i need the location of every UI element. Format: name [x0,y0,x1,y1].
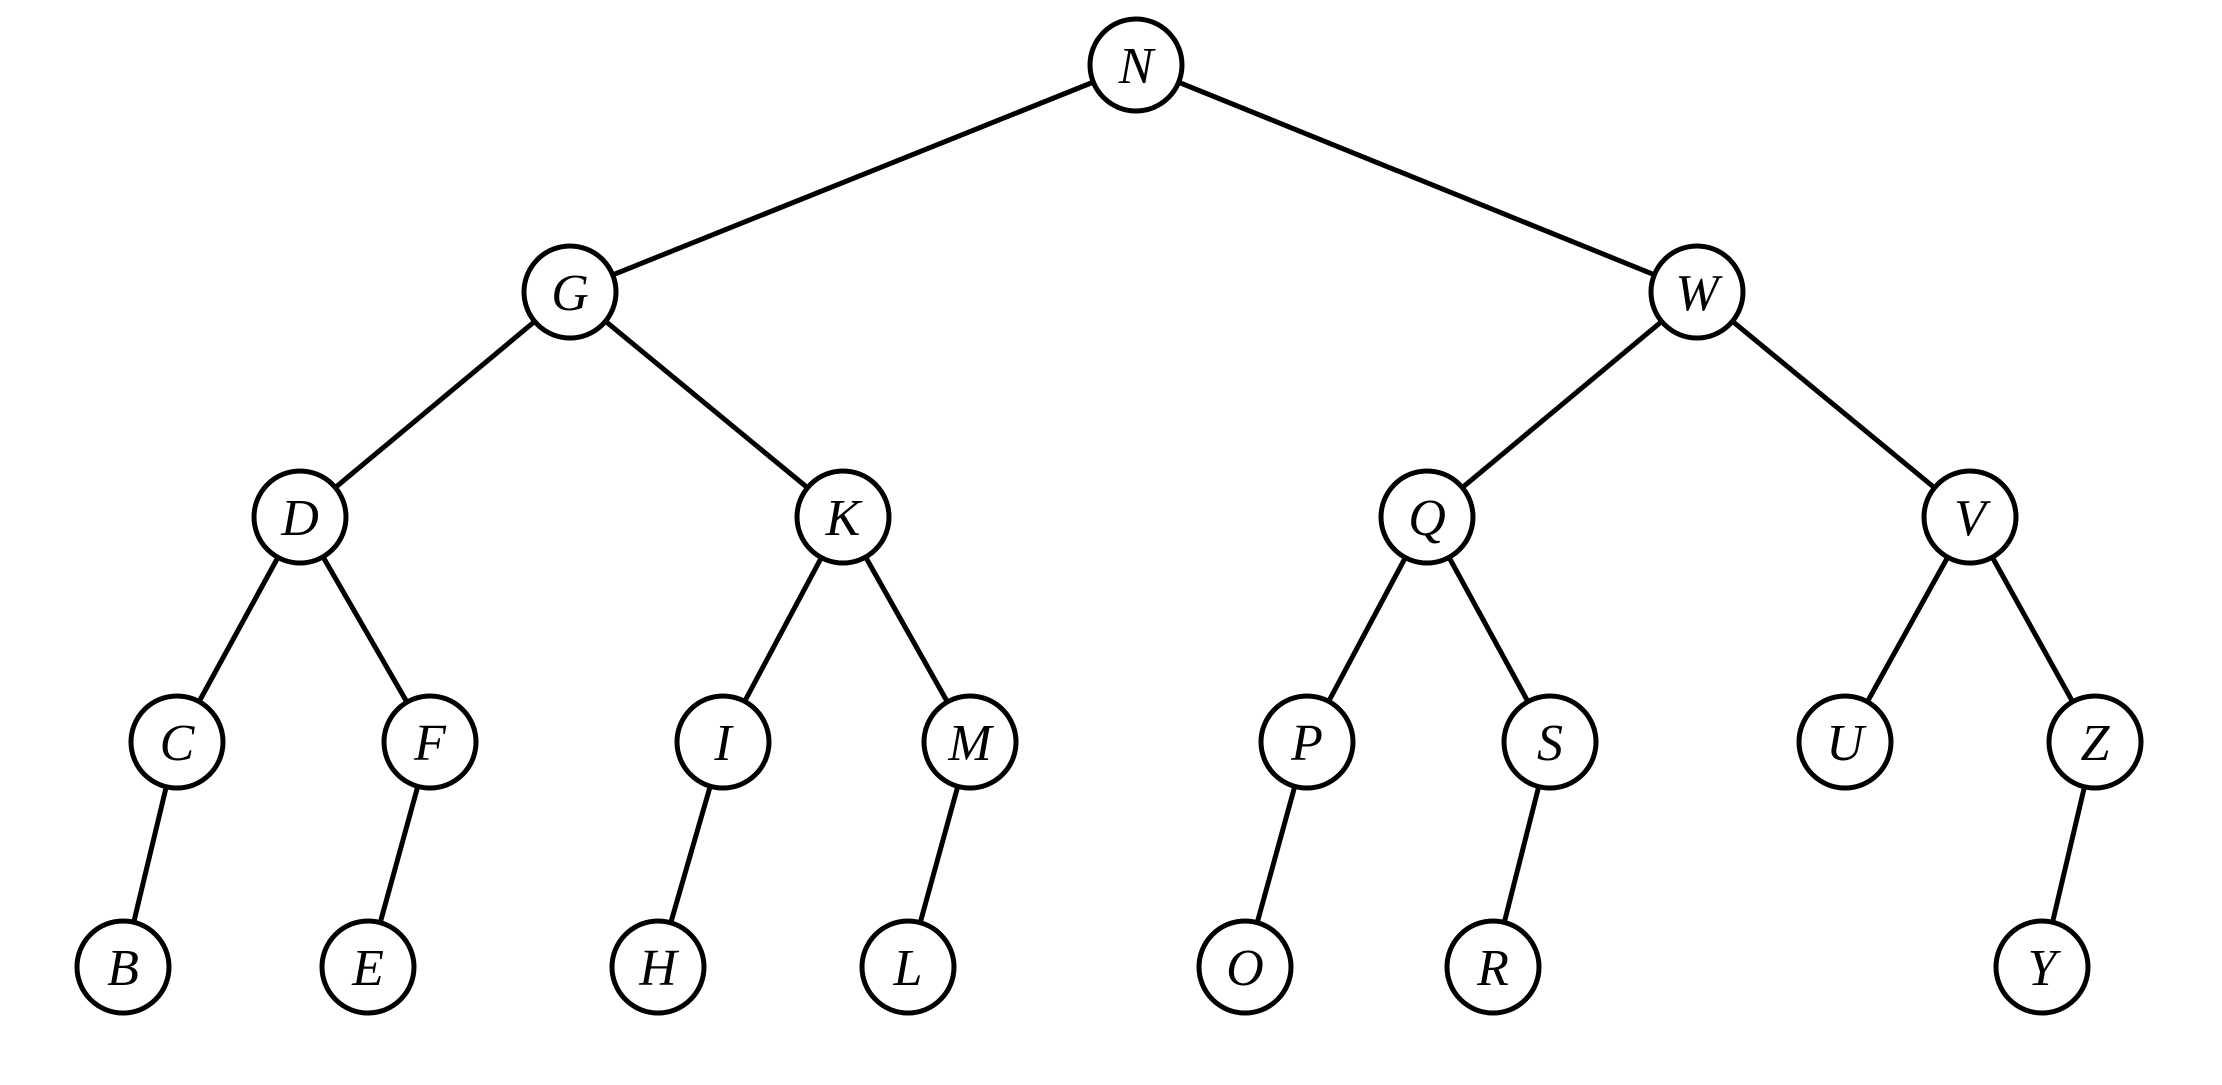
tree-edge-N-W [1135,62,1698,295]
tree-node-Q: Q [1378,468,1476,566]
node-label: C [160,715,196,772]
node-circle [251,468,349,566]
node-circle [521,243,619,341]
node-label: L [893,940,923,997]
tree-node-V: V [1921,468,2019,566]
node-label: P [1290,715,1323,772]
node-label: V [1954,490,1991,547]
tree-node-O: O [1196,918,1294,1016]
tree-node-D: D [251,468,349,566]
node-circle [1378,468,1476,566]
tree-edge-N-G [569,62,1137,295]
node-label: E [351,940,384,997]
node-label: Z [2081,715,2111,772]
node-label: N [1118,38,1157,95]
node-circle [1196,918,1294,1016]
tree-node-E: E [319,918,417,1016]
tree-node-L: L [859,918,957,1016]
tree-node-W: W [1648,243,1746,341]
tree-node-Z: Z [2046,693,2144,791]
node-circle [674,693,772,791]
tree-node-M: M [921,693,1019,791]
node-label: W [1675,265,1723,322]
node-circle [2046,693,2144,791]
node-label: G [551,265,589,322]
node-label: H [638,940,679,997]
node-label: B [107,940,139,997]
node-circle [381,693,479,791]
node-label: K [825,490,863,547]
tree-node-I: I [674,693,772,791]
node-label: S [1537,715,1563,772]
tree-edge-W-V [1695,290,1972,519]
tree-node-K: K [794,468,892,566]
node-circle [1796,693,1894,791]
node-circle [74,918,172,1016]
node-circle [1921,468,2019,566]
node-label: Q [1408,490,1446,547]
node-circle [609,918,707,1016]
tree-node-F: F [381,693,479,791]
tree-node-Y: Y [1993,918,2091,1016]
tree-node-G: G [521,243,619,341]
node-circle [1648,243,1746,341]
node-circle [794,468,892,566]
node-label: M [947,715,994,772]
tree-node-H: H [609,918,707,1016]
node-circle [1501,693,1599,791]
node-label: O [1226,940,1264,997]
tree-node-R: R [1444,918,1542,1016]
tree-edge-G-K [568,290,845,519]
node-label: D [280,490,319,547]
node-circle [1087,16,1185,114]
tree-node-S: S [1501,693,1599,791]
node-circle [128,693,226,791]
tree-edge-W-Q [1425,290,1699,519]
node-circle [1444,918,1542,1016]
node-circle [1258,693,1356,791]
node-circle [319,918,417,1016]
tree-node-N: N [1087,16,1185,114]
tree-node-U: U [1796,693,1894,791]
node-circle [859,918,957,1016]
node-label: Y [2028,940,2062,997]
node-label: F [413,715,447,772]
tree-node-C: C [128,693,226,791]
node-label: R [1476,940,1509,997]
node-label: I [713,715,734,772]
node-circle [921,693,1019,791]
tree-node-P: P [1258,693,1356,791]
node-label: U [1826,715,1867,772]
tree-node-B: B [74,918,172,1016]
tree-edge-G-D [298,290,572,519]
node-circle [1993,918,2091,1016]
